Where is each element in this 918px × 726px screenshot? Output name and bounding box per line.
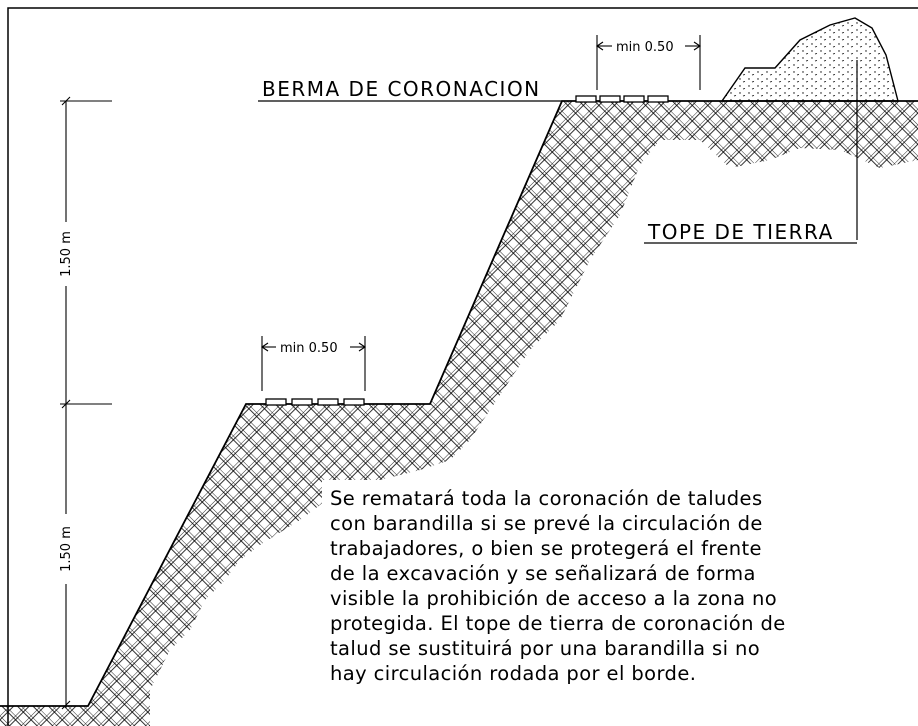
min-dimension-top-label: min 0.50 — [616, 40, 674, 55]
tope-label: TOPE DE TIERRA — [647, 220, 834, 244]
min-dimension-top — [596, 35, 701, 90]
note-line: visible la prohibición de acceso a la zo… — [330, 587, 777, 610]
min-dimension-mid — [261, 336, 366, 391]
tope-label-bg — [640, 215, 855, 243]
min-dimension-mid-label: min 0.50 — [280, 341, 338, 356]
note-line: talud se sustituirá por una barandilla s… — [330, 637, 760, 660]
note-line: protegida. El tope de tierra de coronaci… — [330, 612, 786, 635]
height-dimension-lower-label: 1.50 m — [59, 526, 74, 572]
note-bg — [322, 480, 862, 690]
note-line: de la excavación y se señalizará de form… — [330, 562, 756, 585]
note-block: Se rematará toda la coronación de talude… — [330, 487, 792, 685]
note-line: trabajadores, o bien se protegerá el fre… — [330, 537, 762, 560]
note-line: hay circulación rodada por el borde. — [330, 662, 696, 685]
height-dimension-upper-label: 1.50 m — [59, 231, 74, 277]
note-line: con barandilla si se prevé la circulació… — [330, 512, 763, 535]
earth-stockpile — [720, 17, 899, 102]
height-dimension — [60, 96, 112, 710]
drawing-frame — [7, 7, 918, 726]
top-berm-boards — [575, 95, 669, 103]
mid-berm-boards — [265, 398, 365, 406]
soil-hatch — [0, 101, 918, 726]
berm-label: BERMA DE CORONACION — [262, 77, 541, 101]
note-line: Se rematará toda la coronación de talude… — [330, 487, 763, 510]
